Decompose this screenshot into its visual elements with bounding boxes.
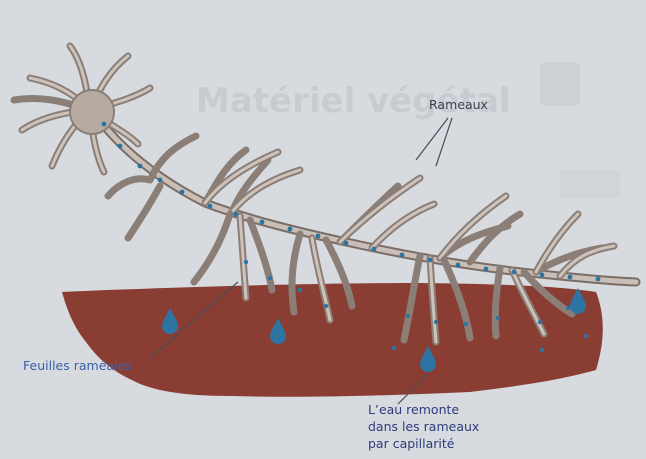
- label-water-line-1: L’eau remonte: [368, 401, 479, 418]
- soil-band: [62, 283, 603, 397]
- label-rameaux: Rameaux: [429, 97, 488, 113]
- label-feuilles-rameales: Feuilles raméales: [23, 358, 132, 374]
- background-block: [560, 170, 620, 198]
- background-block: [540, 62, 580, 106]
- label-water-line-2: dans les rameaux: [368, 418, 479, 435]
- capitulum-center: [70, 90, 114, 134]
- label-water-capillarity: L’eau remonte dans les rameaux par capil…: [368, 401, 479, 452]
- label-water-line-3: par capillarité: [368, 435, 479, 452]
